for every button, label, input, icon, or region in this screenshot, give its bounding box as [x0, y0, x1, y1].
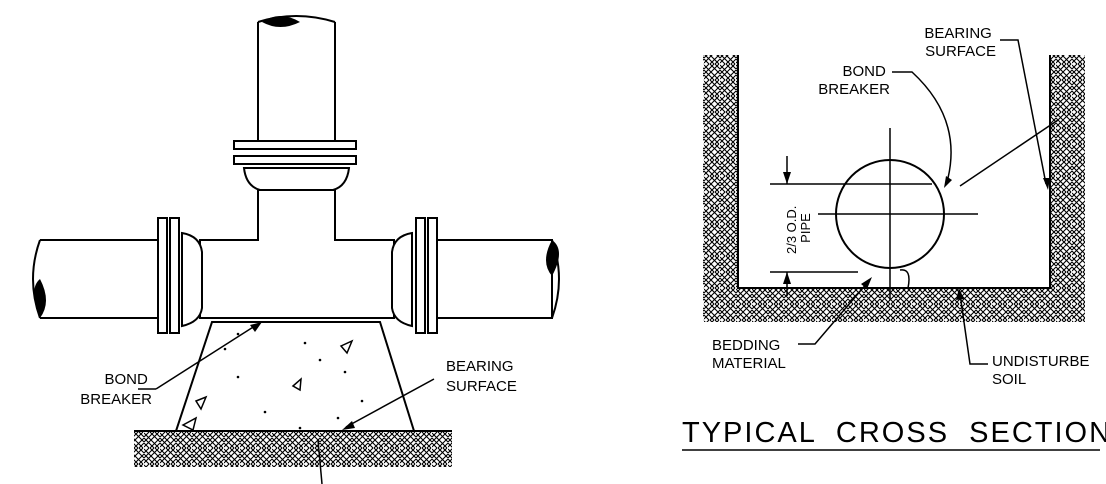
bedding-material-label: BEDDING MATERIAL: [712, 337, 786, 372]
tee-fitting-body: [199, 189, 395, 319]
pipe-break-symbol-left: [34, 279, 46, 318]
bearing-surface-label-right: BEARING SURFACE: [924, 25, 996, 60]
flange-top: [233, 140, 357, 150]
leader-undisturbed-soil: [956, 288, 988, 365]
undisturbed-soil-label: UNDISTURBE SOIL: [992, 353, 1094, 388]
svg-text:2/3 O.D. PIPE: 2/3 O.D. PIPE: [784, 202, 813, 254]
cross-section-title: TYPICAL CROSS SECTION: [682, 417, 1106, 449]
leader-bearing-surface-left: [342, 378, 435, 430]
dimension-two-thirds-od: 2/3 O.D. PIPE: [783, 156, 813, 296]
concrete-thrust-block: [174, 321, 416, 432]
trench-soil-hatch: [703, 55, 1085, 322]
typical-cross-section-detail: 2/3 O.D. PIPE BOND BREAKER BEARING: [682, 25, 1106, 451]
flange-left: [157, 217, 168, 334]
leader-bond-breaker-left: [138, 322, 262, 390]
pipe-break-symbol-top: [262, 16, 300, 27]
leader-bond-breaker-right: [892, 71, 952, 188]
main-pipe-right: [434, 239, 560, 319]
bearing-surface-label-left: BEARING SURFACE: [446, 358, 518, 395]
main-pipe-left: [32, 239, 161, 319]
undisturbed-soil-hatch-left: [134, 431, 452, 467]
leader-bedding-material: [798, 277, 872, 345]
bond-breaker-label-left: BOND BREAKER: [80, 371, 152, 408]
bond-breaker-label-right: BOND BREAKER: [818, 63, 890, 98]
leader-bearing-surface-right: [959, 39, 1059, 190]
branch-pipe-vertical: [257, 15, 336, 142]
flange-right: [415, 217, 426, 334]
pipe-break-symbol-right: [546, 240, 559, 276]
tee-thrust-block-detail: BOND BREAKER BEARING SURFACE: [32, 15, 560, 484]
concrete-aggregate-marks: [181, 332, 364, 432]
